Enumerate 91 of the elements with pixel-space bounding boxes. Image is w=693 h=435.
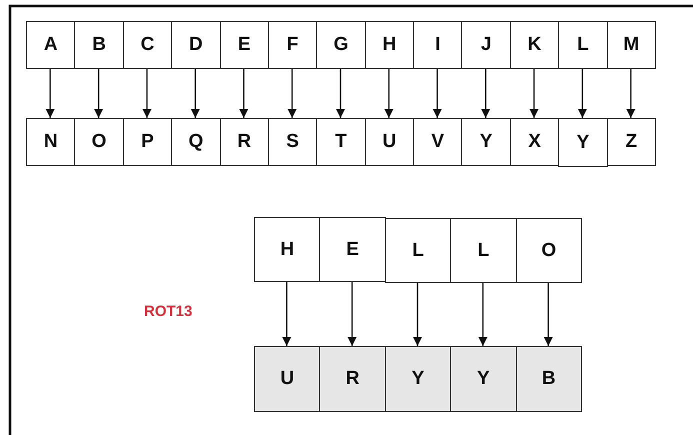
letter: Y — [480, 131, 492, 153]
letter-box — [450, 218, 517, 283]
arrow — [94, 69, 104, 118]
arrow — [239, 69, 248, 118]
arrow — [413, 283, 422, 346]
letter-box — [268, 21, 318, 69]
arrow — [288, 69, 297, 118]
letter-box — [606, 118, 656, 166]
letter-box — [558, 21, 608, 69]
letter-box — [316, 118, 366, 166]
letter: Y — [576, 132, 590, 154]
letter-box — [171, 21, 221, 69]
arrow — [142, 69, 152, 118]
letter: Y — [477, 368, 490, 390]
letter: C — [140, 34, 154, 56]
letter: R — [346, 368, 360, 390]
letter: S — [286, 131, 299, 153]
letter-box — [606, 21, 656, 69]
letter-box — [384, 346, 452, 412]
arrow — [190, 69, 200, 118]
letter-box — [254, 217, 320, 282]
letter-box — [413, 21, 462, 69]
letter: A — [44, 34, 58, 56]
cipher-label: ROT13 — [144, 303, 192, 320]
arrow — [282, 282, 292, 346]
letter: L — [478, 240, 490, 262]
letter: L — [577, 34, 589, 56]
letter: H — [382, 34, 396, 56]
letter: N — [44, 131, 58, 153]
letter: Z — [625, 131, 638, 153]
letter: D — [188, 34, 203, 56]
letter-box — [319, 217, 386, 282]
letter-box — [26, 21, 76, 69]
arrow — [432, 69, 442, 118]
letter-box — [516, 346, 582, 412]
arrow — [348, 282, 357, 346]
letter-box — [558, 118, 608, 167]
letter-box — [122, 118, 172, 166]
letter-box — [316, 21, 366, 69]
letter: I — [435, 34, 440, 56]
letter: O — [92, 131, 106, 153]
letter-box — [461, 118, 511, 166]
letter: K — [528, 34, 542, 56]
letter-box — [510, 21, 560, 69]
letter-box — [254, 346, 320, 412]
letter-box — [122, 21, 172, 69]
arrow — [544, 283, 553, 346]
letter: U — [280, 368, 294, 390]
letter: X — [528, 131, 541, 153]
letter-box — [364, 118, 414, 166]
letter: U — [382, 131, 396, 153]
letter: B — [542, 368, 556, 390]
letter: Q — [188, 131, 204, 153]
letter: V — [431, 131, 444, 153]
letter: M — [623, 34, 640, 56]
arrow — [46, 69, 55, 118]
arrow — [384, 69, 394, 118]
letter-box — [319, 346, 386, 412]
letter-box — [26, 118, 76, 166]
letter-box — [74, 118, 124, 166]
letter: T — [335, 131, 347, 153]
arrow — [530, 69, 539, 118]
letter: F — [286, 34, 298, 56]
arrow — [478, 283, 488, 346]
arrow — [626, 69, 636, 118]
letter: E — [346, 238, 359, 260]
letter: G — [334, 34, 348, 56]
arrow — [481, 69, 490, 118]
letter-box — [461, 21, 511, 69]
letter-box — [384, 218, 452, 283]
letter-box — [220, 118, 269, 166]
letter: O — [541, 240, 556, 262]
letter: E — [238, 34, 251, 56]
letter-box — [74, 21, 124, 69]
arrow — [578, 69, 587, 118]
letter-box — [516, 218, 582, 283]
letter-box — [268, 118, 318, 166]
letter: H — [280, 238, 294, 260]
letter-box — [450, 346, 517, 412]
letter-box — [364, 21, 414, 69]
letter: P — [141, 131, 154, 153]
arrow — [336, 69, 345, 118]
letter: Y — [412, 368, 424, 390]
letter: B — [92, 34, 106, 56]
letter: J — [480, 34, 492, 56]
letter: L — [412, 240, 424, 262]
letter-box — [220, 21, 269, 69]
letter-box — [413, 118, 462, 166]
letter-box — [510, 118, 560, 166]
letter: R — [237, 131, 252, 153]
letter-box — [171, 118, 221, 166]
